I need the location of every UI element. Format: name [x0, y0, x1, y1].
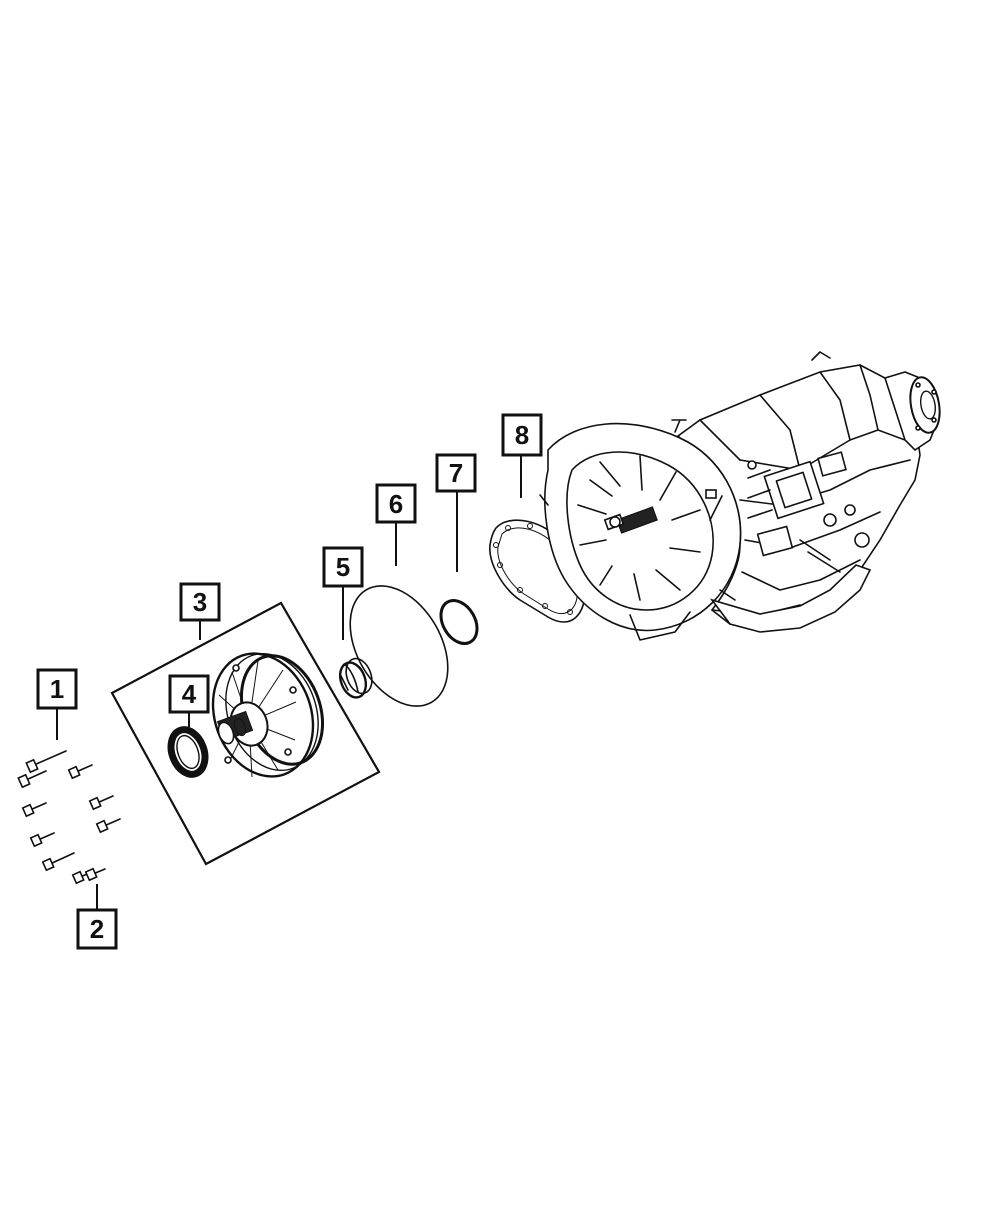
large-seal-part-6: [349, 585, 449, 707]
callout-5: 5: [322, 546, 364, 588]
bolt: [41, 852, 75, 872]
transmission-assembly: [539, 351, 941, 641]
seal-ring-part-4: [167, 726, 209, 778]
valve-body: [747, 451, 870, 573]
leader-lines: [56, 455, 522, 910]
callout-label: 5: [336, 552, 350, 582]
callout-6: 6: [375, 483, 417, 524]
bolt: [25, 750, 67, 774]
bolt: [21, 802, 47, 818]
oil-pump-part-3: [211, 652, 325, 778]
callout-4: 4: [168, 674, 210, 714]
bushing-part-5: [338, 657, 373, 699]
callout-label: 4: [182, 679, 197, 709]
bolt: [67, 764, 93, 780]
bolt-set: [17, 750, 121, 885]
callout-label: 8: [515, 420, 529, 450]
callout-label: 6: [389, 489, 403, 519]
pump-kit-frame: [110, 601, 381, 866]
callout-label: 2: [90, 914, 104, 944]
callout-label: 1: [50, 674, 64, 704]
bolt: [17, 770, 47, 789]
callout-3: 3: [179, 582, 221, 622]
callout-1: 1: [36, 668, 78, 710]
output-flange: [883, 371, 941, 452]
bolt: [95, 818, 121, 834]
callout-7: 7: [435, 453, 477, 493]
callout-8: 8: [501, 413, 543, 457]
callout-label: 3: [193, 587, 207, 617]
callout-label: 7: [449, 458, 463, 488]
ring-part-7: [439, 599, 479, 645]
bolt: [29, 832, 55, 848]
callout-2: 2: [76, 908, 118, 950]
bolt: [88, 795, 114, 811]
bolt: [84, 867, 106, 882]
